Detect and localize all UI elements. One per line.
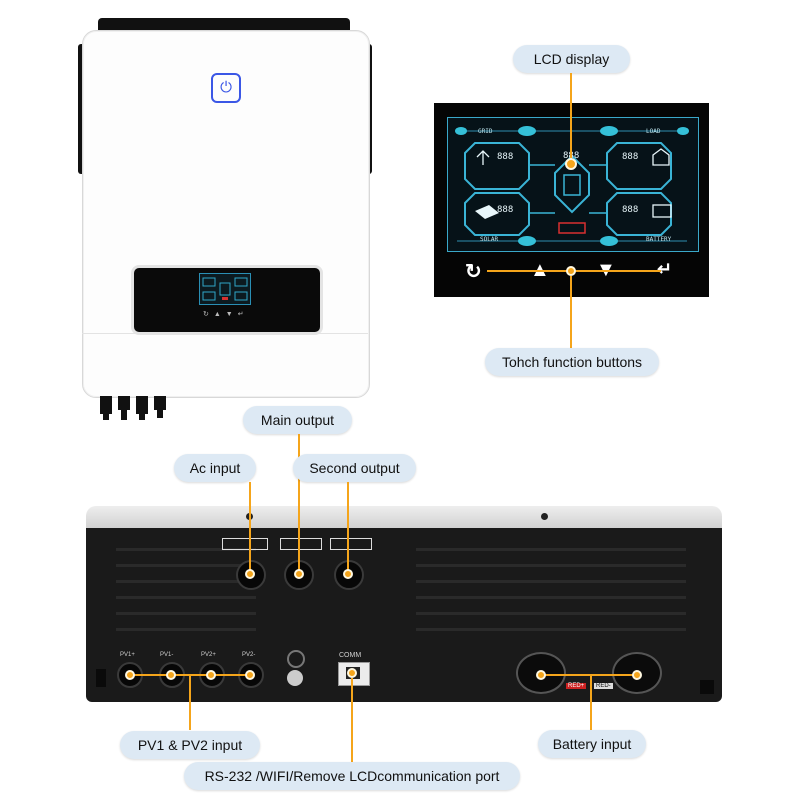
pv2-pos-label: PV2+ bbox=[201, 652, 216, 658]
enter-icon[interactable]: ↵ bbox=[657, 259, 673, 279]
second-output-gland bbox=[334, 560, 364, 590]
left-fitting bbox=[96, 669, 106, 687]
main-output-callout: Main output bbox=[243, 406, 352, 434]
lcd-load-digits: 888 bbox=[622, 152, 639, 162]
inverter-front bbox=[82, 30, 370, 398]
main-output-leader bbox=[298, 434, 300, 574]
lcd-leader-dot bbox=[565, 158, 577, 170]
breaker-knob bbox=[287, 670, 303, 686]
lcd-screen bbox=[447, 117, 699, 252]
pv2-pos-dot bbox=[206, 670, 216, 680]
pv-leader-v bbox=[189, 676, 191, 730]
ac-input-dot bbox=[245, 569, 255, 579]
touch-buttons-callout: Tohch function buttons bbox=[485, 348, 659, 376]
lcd-battery-digits: 888 bbox=[622, 205, 639, 215]
buttons-leader-dot bbox=[566, 266, 576, 276]
ac-input-leader bbox=[249, 482, 251, 574]
mini-buttons: ↻▲▼↵ bbox=[203, 311, 249, 318]
pv-input-callout: PV1 & PV2 input bbox=[120, 731, 260, 759]
inverter-panel-divider bbox=[82, 333, 368, 334]
comm-leader bbox=[351, 678, 353, 762]
lcd-load-label: LOAD bbox=[646, 128, 661, 135]
comm-dot bbox=[347, 668, 357, 678]
second-output-dot bbox=[343, 569, 353, 579]
pv1-pos-label: PV1+ bbox=[120, 652, 135, 658]
pv1-neg-dot bbox=[166, 670, 176, 680]
buttons-leader-v bbox=[570, 276, 572, 348]
pv1-neg-label: PV1- bbox=[160, 652, 174, 658]
back-icon[interactable]: ↻ bbox=[465, 261, 482, 283]
lcd-battery-label: BATTERY bbox=[646, 236, 672, 243]
lcd-grid-digits: 888 bbox=[497, 152, 514, 162]
main-output-dot bbox=[294, 569, 304, 579]
pv-leader-h bbox=[130, 674, 251, 676]
cable-glands bbox=[100, 396, 166, 420]
lcd-solar-label: SOLAR bbox=[480, 236, 499, 243]
second-output-leader bbox=[347, 482, 349, 574]
lcd-display-callout: LCD display bbox=[513, 45, 630, 73]
battery-leader-h bbox=[541, 674, 638, 676]
mini-lcd-graphic bbox=[202, 277, 248, 301]
pv2-neg-dot bbox=[245, 670, 255, 680]
lcd-solar-digits: 888 bbox=[497, 205, 514, 215]
battery-neg-label: RED- bbox=[594, 683, 613, 689]
battery-pos-dot bbox=[536, 670, 546, 680]
lcd-diagram bbox=[455, 126, 689, 246]
comm-port-callout: RS-232 /WIFI/Remove LCDcommunication por… bbox=[184, 762, 520, 790]
battery-input-callout: Battery input bbox=[538, 730, 646, 758]
mini-lcd-screen bbox=[199, 273, 251, 305]
lcd-leader bbox=[570, 73, 572, 163]
ac-terminal-strip bbox=[222, 538, 372, 550]
ac-input-callout: Ac input bbox=[174, 454, 256, 482]
comm-label: COMM bbox=[339, 652, 362, 659]
ground-terminal bbox=[287, 650, 305, 668]
pv1-pos-dot bbox=[125, 670, 135, 680]
pv2-neg-label: PV2- bbox=[242, 652, 256, 658]
battery-leader-v bbox=[590, 676, 592, 730]
vent-grille bbox=[86, 528, 722, 702]
power-icon: ⏻ bbox=[211, 73, 241, 103]
right-fitting bbox=[700, 680, 714, 694]
unit-top-cover bbox=[86, 506, 722, 530]
second-output-callout: Second output bbox=[293, 454, 416, 482]
unit-mount-hole-right bbox=[541, 513, 548, 520]
battery-pos-label: RED+ bbox=[566, 683, 587, 689]
lcd-grid-label: GRID bbox=[478, 128, 493, 135]
battery-neg-dot bbox=[632, 670, 642, 680]
